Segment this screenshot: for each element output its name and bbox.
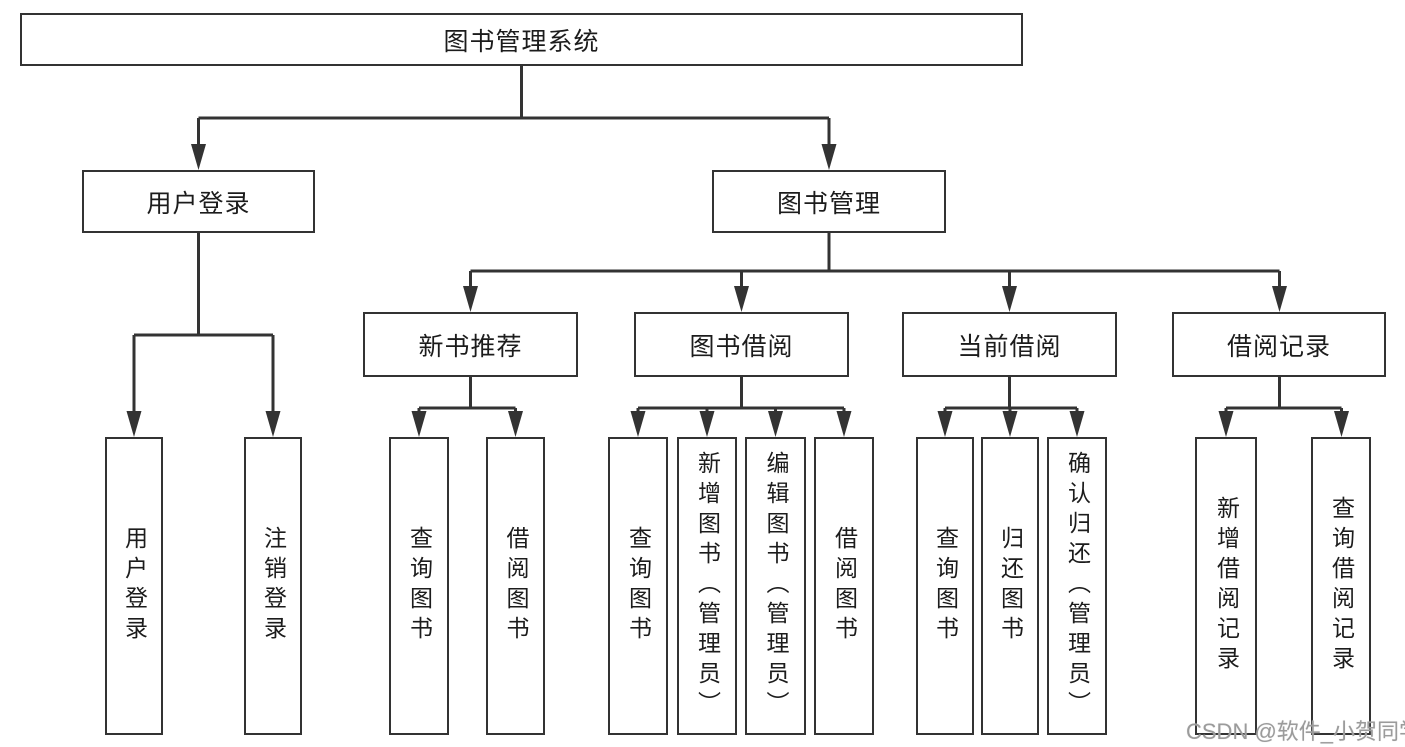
node-label: 新书推荐 (418, 332, 523, 361)
leaf-query-books-recommend: 查询图书 (389, 437, 449, 735)
leaf-user-login: 用户登录 (105, 437, 163, 735)
node-label: 用户登录 (146, 189, 251, 218)
csdn-watermark: CSDN @软件_小贺同学 (1186, 719, 1405, 744)
leaf-return-books: 归还图书 (981, 437, 1039, 735)
node-label: 借阅记录 (1226, 332, 1331, 361)
node-user-login: 用户登录 (82, 170, 315, 233)
node-label: 注销登录 (260, 526, 287, 646)
node-borrowing-records: 借阅记录 (1172, 312, 1386, 377)
node-label: 确认归还（管理员） (1064, 451, 1091, 721)
node-label: 查询图书 (932, 526, 959, 646)
node-label: 编辑图书（管理员） (763, 451, 789, 721)
leaf-edit-books-admin: 编辑图书（管理员） (745, 437, 806, 735)
node-label: 图书管理系统 (443, 27, 600, 56)
node-book-management: 图书管理 (712, 170, 946, 233)
leaf-add-books-admin: 新增图书（管理员） (677, 437, 737, 735)
leaf-borrow-books: 借阅图书 (814, 437, 874, 735)
arrowheads (126, 144, 1349, 437)
node-label: 新增图书（管理员） (694, 451, 721, 721)
node-label: 用户登录 (121, 526, 148, 646)
node-label: 图书借阅 (689, 332, 794, 361)
node-label: 查询借阅记录 (1328, 496, 1355, 676)
node-label: 新增借阅记录 (1213, 496, 1240, 676)
node-label: 查询图书 (625, 526, 652, 646)
leaf-add-borrow-record: 新增借阅记录 (1195, 437, 1257, 735)
node-label: 图书管理 (776, 189, 881, 218)
leaf-confirm-return-admin: 确认归还（管理员） (1047, 437, 1107, 735)
leaf-query-books-current: 查询图书 (916, 437, 974, 735)
leaf-query-borrow-record: 查询借阅记录 (1311, 437, 1371, 735)
node-library-system-root: 图书管理系统 (20, 13, 1023, 66)
node-label: 借阅图书 (503, 526, 529, 646)
node-current-borrowing: 当前借阅 (902, 312, 1117, 377)
leaf-borrow-books-recommend: 借阅图书 (486, 437, 545, 735)
node-label: 借阅图书 (831, 526, 858, 646)
node-label: 当前借阅 (957, 332, 1062, 361)
node-label: 查询图书 (406, 526, 433, 646)
node-label: 归还图书 (997, 526, 1024, 646)
leaf-logout: 注销登录 (244, 437, 302, 735)
leaf-query-books-borrowing: 查询图书 (608, 437, 668, 735)
node-new-book-recommendation: 新书推荐 (363, 312, 578, 377)
node-book-borrowing: 图书借阅 (634, 312, 849, 377)
